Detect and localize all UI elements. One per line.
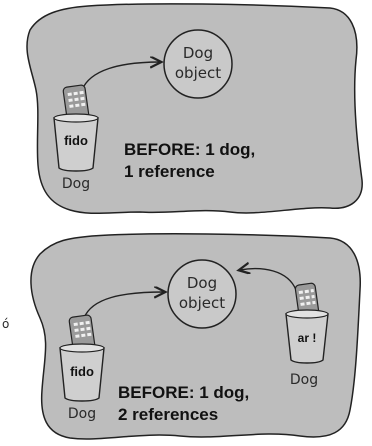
dog-object-label-line2: object: [179, 294, 225, 312]
dog-object: Dog object: [163, 29, 233, 99]
heap-blob-top: [26, 3, 363, 215]
cup-icon: [285, 313, 329, 364]
dog-object: Dog object: [167, 259, 237, 329]
reference-variable-fido: fido Dog: [53, 84, 99, 192]
variable-type-label: Dog: [62, 176, 90, 192]
heap-blob-bottom: [30, 233, 361, 440]
variable-type-label: Dog: [290, 372, 318, 388]
reference-variable-fido: fido Dog: [59, 314, 105, 422]
reference-arrow-right: [240, 269, 297, 291]
reference-arrow: [81, 62, 160, 91]
reference-variable-ar: ar ! Dog: [285, 282, 329, 388]
variable-type-label: Dog: [68, 406, 96, 422]
caption-line1: BEFORE: 1 dog,: [118, 383, 249, 402]
dog-object-label-line1: Dog: [183, 44, 213, 62]
cup-rim: [59, 343, 105, 353]
stray-mark-icon: ó: [2, 317, 9, 331]
dog-object-circle: [163, 29, 233, 99]
panel-before-one-reference: Dog object fido Dog BEFORE: 1 dog, 1 ref…: [26, 3, 363, 215]
cup-icon: [59, 347, 105, 402]
dog-object-label-line1: Dog: [187, 274, 217, 292]
remote-buttons-icon: [73, 320, 92, 338]
panel-before-two-references: ó Dog object fido Dog: [2, 233, 361, 440]
dog-object-label-line2: object: [175, 64, 221, 82]
cup-rim: [53, 113, 99, 123]
cup-rim: [285, 309, 329, 319]
remote-buttons-icon: [298, 288, 316, 306]
remote-buttons-icon: [67, 90, 86, 108]
variable-name-label: fido: [70, 364, 94, 379]
caption-line2: 2 references: [118, 405, 218, 424]
variable-name-label: fido: [64, 133, 88, 148]
caption-line2: 1 reference: [124, 162, 215, 181]
variable-name-label: ar !: [298, 331, 317, 345]
dog-object-circle: [167, 259, 237, 329]
caption-line1: BEFORE: 1 dog,: [124, 140, 255, 159]
cup-icon: [53, 117, 99, 172]
reference-arrow-left: [83, 292, 164, 319]
